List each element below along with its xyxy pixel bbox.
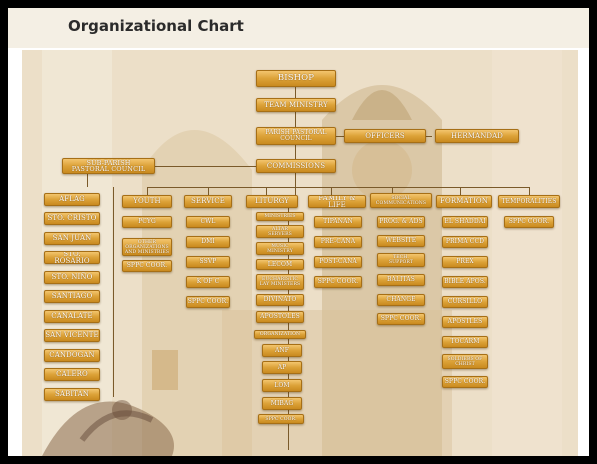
commission-item[interactable]: OTHER ORGANIZATIONS AND MINISTRIES bbox=[122, 238, 172, 256]
sub-parish-item[interactable]: SANTIAGO bbox=[44, 290, 100, 303]
org-chart-canvas: BISHOP TEAM MINISTRY PARISH PASTORAL COU… bbox=[22, 50, 578, 456]
connector-line bbox=[288, 200, 289, 450]
commission-item[interactable]: WEBSITE bbox=[377, 235, 425, 247]
commission-item[interactable]: POST-CANA bbox=[314, 256, 362, 268]
commission-item[interactable]: PCYG bbox=[122, 216, 172, 228]
parish-pastoral-council-node[interactable]: PARISH PASTORAL COUNCIL bbox=[256, 127, 336, 145]
commission-item[interactable]: APOSTLES bbox=[442, 316, 488, 328]
header-bar: Organizational Chart bbox=[8, 8, 589, 48]
sub-parish-item[interactable]: STO. CRISTO bbox=[44, 212, 100, 225]
church-background-image bbox=[22, 50, 578, 456]
commission-item[interactable]: CURSILLO bbox=[442, 296, 488, 308]
sub-parish-council-node[interactable]: SUB-PARISH PASTORAL COUNCIL bbox=[62, 158, 155, 174]
commissions-node[interactable]: COMMISSIONS bbox=[256, 159, 336, 173]
sub-parish-item[interactable]: AFLAG bbox=[44, 193, 100, 206]
commission-item[interactable]: ORGANIZATION bbox=[254, 330, 306, 339]
commission-item[interactable]: PRIMA CCD bbox=[442, 236, 488, 248]
hermandad-node[interactable]: HERMANDAD bbox=[435, 129, 519, 143]
commission-item[interactable]: BIBLE APOS. bbox=[442, 276, 488, 288]
commission-item[interactable]: CWL bbox=[186, 216, 230, 228]
connector-line bbox=[392, 187, 393, 195]
commission-item[interactable]: ANF bbox=[262, 344, 302, 357]
sub-parish-item[interactable]: SAN VICENTE bbox=[44, 329, 100, 342]
commission-item[interactable]: MINISTRIES bbox=[256, 212, 304, 221]
sub-parish-item[interactable]: CALERO bbox=[44, 368, 100, 381]
commission-item[interactable]: SPPC COOR. bbox=[442, 376, 488, 388]
sub-parish-item[interactable]: CANDOGAN bbox=[44, 349, 100, 362]
commission-item[interactable]: K OF C bbox=[186, 276, 230, 288]
commission-item[interactable]: SPPC COOR. bbox=[122, 260, 172, 272]
commission-item[interactable]: MUSIC MINISTRY bbox=[256, 242, 304, 255]
sub-parish-item[interactable]: STO. ROSARIO bbox=[44, 251, 100, 264]
commission-item[interactable]: SPPC COOR. bbox=[258, 414, 304, 424]
sub-parish-item[interactable]: STO. NIÑO bbox=[44, 271, 100, 284]
connector-line bbox=[147, 187, 529, 188]
sub-parish-item[interactable]: SABITAN bbox=[44, 388, 100, 401]
commission-item[interactable]: TOCARM bbox=[442, 336, 488, 348]
connector-line bbox=[529, 187, 530, 195]
connector-line bbox=[113, 187, 114, 397]
commission-item[interactable]: SOLDIERS OF CHRIST bbox=[442, 354, 488, 369]
commission-item[interactable]: ALTAR SERVERS bbox=[256, 225, 304, 238]
commission-item[interactable]: SPPC COOR. bbox=[314, 276, 362, 288]
commission-header[interactable]: LITURGY bbox=[246, 195, 298, 208]
sub-parish-item[interactable]: CANALATE bbox=[44, 310, 100, 323]
commission-item[interactable]: SSVP bbox=[186, 256, 230, 268]
commission-item[interactable]: DIVINATO bbox=[256, 294, 304, 306]
commission-item[interactable]: AP bbox=[262, 361, 302, 374]
commission-item[interactable]: EUCHARISTIC LAY MINISTERS bbox=[256, 274, 304, 290]
officers-node[interactable]: OFFICERS bbox=[344, 129, 426, 143]
commission-item[interactable]: TECH. SUPPORT bbox=[377, 253, 425, 267]
commission-item[interactable]: SPPC COOR. bbox=[504, 216, 554, 228]
commission-item[interactable]: DMI bbox=[186, 236, 230, 248]
connector-line bbox=[87, 173, 88, 187]
commission-item[interactable]: SPPC COOR. bbox=[377, 313, 425, 325]
commission-header[interactable]: FORMATION bbox=[436, 195, 492, 208]
commission-item[interactable]: LOM bbox=[262, 379, 302, 392]
commission-item[interactable]: CHANGE bbox=[377, 294, 425, 306]
commission-header[interactable]: TEMPORALITIES bbox=[498, 195, 560, 208]
commission-header[interactable]: SERVICE bbox=[184, 195, 232, 208]
connector-line bbox=[155, 166, 261, 167]
commission-item[interactable]: EL SHADDAI bbox=[442, 216, 488, 228]
team-ministry-node[interactable]: TEAM MINISTRY bbox=[256, 98, 336, 112]
commission-item[interactable]: PRE-CANA bbox=[314, 236, 362, 248]
connector-line bbox=[295, 84, 296, 208]
bishop-node[interactable]: BISHOP bbox=[256, 70, 336, 87]
connector-line bbox=[208, 187, 209, 195]
commission-item[interactable]: APOSTOLES bbox=[256, 311, 304, 323]
page-title: Organizational Chart bbox=[68, 17, 244, 35]
commission-item[interactable]: TIPANAN bbox=[314, 216, 362, 228]
connector-line bbox=[266, 187, 267, 195]
commission-item[interactable]: PREX bbox=[442, 256, 488, 268]
commission-item[interactable]: LECOM bbox=[256, 259, 304, 270]
commission-item[interactable]: SPPC COOR. bbox=[186, 296, 230, 308]
connector-line bbox=[460, 187, 461, 195]
connector-line bbox=[147, 187, 148, 195]
commission-item[interactable]: BALITAS bbox=[377, 274, 425, 286]
commission-item[interactable]: MIBAG bbox=[262, 397, 302, 410]
commission-header[interactable]: YOUTH bbox=[122, 195, 172, 208]
chart-frame: Organizational Chart bbox=[8, 8, 589, 456]
connector-line bbox=[331, 187, 332, 195]
commission-item[interactable]: PROG. & ADS bbox=[377, 216, 425, 228]
sub-parish-item[interactable]: SAN JUAN bbox=[44, 232, 100, 245]
commission-header[interactable]: SOCIAL COMMUNICATIONS bbox=[370, 193, 432, 208]
commission-header[interactable]: FAMILY & LIFE bbox=[308, 195, 366, 208]
